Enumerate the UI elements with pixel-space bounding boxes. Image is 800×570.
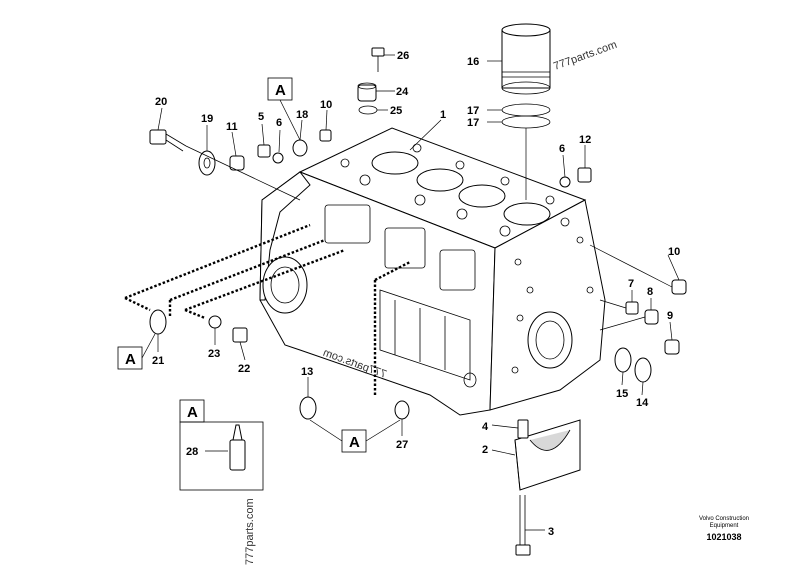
seal-ring-lower (501, 115, 551, 129)
document-id: 1021038 (706, 532, 741, 542)
seal-25 (358, 105, 378, 115)
washer-6-left (272, 152, 284, 164)
bolt-3 (515, 495, 531, 556)
plug-7 (625, 301, 639, 315)
label-part-3: 3 (548, 526, 554, 538)
seal-21 (149, 309, 167, 335)
seal-13 (299, 396, 317, 420)
label-part-27: 27 (396, 439, 408, 451)
credit-line-1: Volvo Construction (699, 516, 749, 522)
label-part-8: 8 (647, 286, 653, 298)
label-part-19: 19 (201, 113, 213, 125)
cylinder-liner (501, 23, 551, 95)
label-part-24: 24 (396, 86, 409, 98)
label-part-5: 5 (258, 111, 264, 123)
leader-lines (141, 54, 680, 531)
label-part-12: 12 (579, 134, 591, 146)
plug-10-right (671, 279, 687, 295)
sealant-inset (179, 399, 264, 491)
label-part-25: 25 (390, 105, 402, 117)
callout-letters: A A A A (125, 82, 360, 451)
dashed-routing (124, 223, 411, 395)
label-part-14: 14 (636, 397, 649, 409)
label-part-10-right: 10 (668, 246, 680, 258)
watermark-bottom: 777parts.com (244, 498, 256, 565)
label-part-28: 28 (186, 446, 198, 458)
seal-27 (394, 400, 410, 420)
screw-26 (371, 47, 385, 72)
label-part-11: 11 (226, 121, 238, 133)
label-part-17-b: 17 (467, 117, 479, 129)
callout-letter-left: A (125, 351, 136, 368)
label-part-23: 23 (208, 348, 220, 360)
engine-block (259, 127, 606, 416)
label-part-1: 1 (440, 109, 446, 121)
label-part-20: 20 (155, 96, 167, 108)
plug-12 (577, 167, 592, 183)
label-part-18: 18 (296, 109, 308, 121)
label-part-13: 13 (301, 366, 313, 378)
plug-8 (644, 309, 659, 325)
sensor-24 (357, 82, 377, 102)
label-part-7: 7 (628, 278, 634, 290)
label-part-15: 15 (616, 388, 628, 400)
seal-15 (614, 347, 632, 373)
callout-letter-bottom: A (349, 434, 360, 451)
dowel-4 (517, 419, 529, 439)
seal-14 (634, 357, 652, 383)
seal-ring-upper (501, 103, 551, 117)
label-part-21: 21 (152, 355, 164, 367)
label-part-9: 9 (667, 310, 673, 322)
bolt-20 (149, 129, 187, 152)
washer-23 (208, 315, 222, 329)
label-part-2: 2 (482, 444, 488, 456)
label-part-6-right: 6 (559, 143, 565, 155)
credit-line-2: Equipment (710, 523, 739, 529)
callout-letter-inset: A (187, 404, 198, 421)
plug-5 (257, 144, 271, 158)
label-part-26: 26 (397, 50, 409, 62)
callout-letter-top: A (275, 82, 286, 99)
label-part-16: 16 (467, 56, 479, 68)
label-part-6-left: 6 (276, 117, 282, 129)
part-number-labels: 1 2 3 4 5 6 6 7 8 9 10 10 11 12 13 14 15… (152, 50, 680, 538)
plug-22 (232, 327, 248, 343)
plug-10-top (319, 129, 332, 142)
plug-9 (664, 339, 680, 355)
bearing-cap-2 (514, 419, 581, 491)
label-part-17-a: 17 (467, 105, 479, 117)
washer-6-right (559, 176, 571, 188)
watermark-top: 777parts.com (552, 39, 619, 73)
label-part-4: 4 (482, 421, 489, 433)
label-part-10-top: 10 (320, 99, 332, 111)
plug-18 (292, 139, 308, 157)
label-part-22: 22 (238, 363, 250, 375)
washer-19 (198, 150, 216, 176)
